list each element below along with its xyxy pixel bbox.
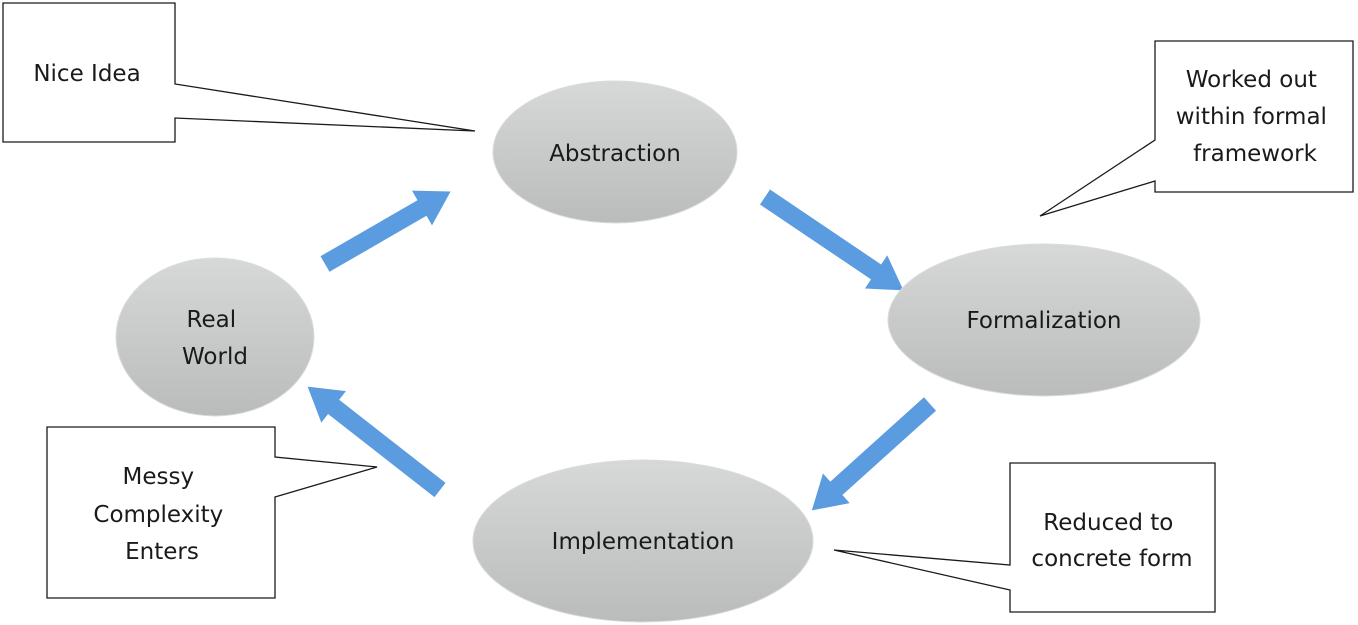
node-real-world: Real World <box>115 257 315 417</box>
node-real-world-line: Real <box>187 307 237 333</box>
callout-concrete-form-line: Reduced to <box>1043 510 1173 536</box>
callout-concrete-form: Reduced to concrete form <box>833 462 1216 613</box>
callout-concrete-form-text: Reduced to concrete form <box>1031 510 1192 572</box>
callout-formal-framework: Worked out within formal framework <box>1039 40 1354 217</box>
node-abstraction: Abstraction <box>492 80 738 224</box>
callout-nice-idea: Nice Idea <box>2 2 476 143</box>
node-implementation: Implementation <box>472 459 814 623</box>
node-real-world-line: World <box>182 344 248 370</box>
node-formalization-label: Formalization <box>966 308 1121 334</box>
callout-formal-framework-text: Worked out within formal framework <box>1176 67 1335 167</box>
node-abstraction-label: Abstraction <box>549 141 681 167</box>
callout-messy-complexity-line: Messy <box>123 464 195 490</box>
node-abstraction-line: Abstraction <box>549 141 681 167</box>
arrow-formalization-to-implementation <box>811 397 937 511</box>
node-real-world-label: Real World <box>182 307 248 370</box>
node-implementation-label: Implementation <box>552 529 735 555</box>
callout-nice-idea-line: Nice Idea <box>33 61 140 87</box>
node-implementation-line: Implementation <box>552 529 735 555</box>
callout-messy-complexity-line: Complexity <box>93 502 223 528</box>
callout-concrete-form-line: concrete form <box>1031 546 1192 572</box>
arrow-abstraction-to-formalization <box>759 189 904 291</box>
node-formalization: Formalization <box>887 243 1201 397</box>
callout-formal-framework-line: Worked out <box>1186 67 1317 93</box>
callout-formal-framework-line: framework <box>1193 141 1318 167</box>
callout-messy-complexity-line: Enters <box>125 539 199 565</box>
callout-formal-framework-line: within formal <box>1176 104 1327 130</box>
arrow-realworld-to-abstraction <box>320 190 451 272</box>
arrow-implementation-to-realworld <box>307 386 446 498</box>
callout-messy-complexity-text: Messy Complexity Enters <box>93 464 230 565</box>
callout-messy-complexity: Messy Complexity Enters <box>46 426 378 599</box>
node-formalization-line: Formalization <box>966 308 1121 334</box>
callout-nice-idea-text: Nice Idea <box>33 61 140 87</box>
